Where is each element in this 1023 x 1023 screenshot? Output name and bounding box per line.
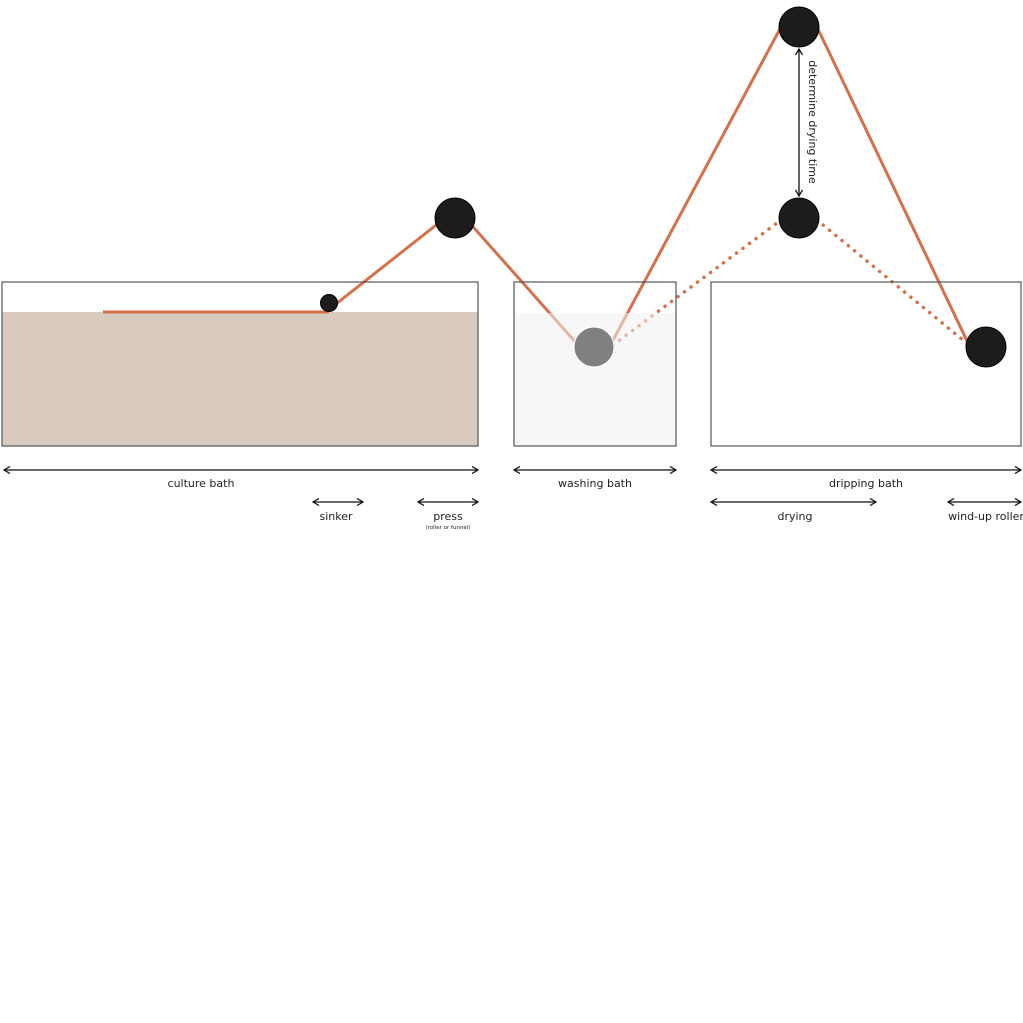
culture-liquid — [2, 312, 478, 446]
press-roller — [434, 197, 476, 239]
wind-up-roller-label: wind-up roller — [948, 510, 1023, 523]
sinker-roller — [320, 294, 338, 312]
top-drying-roller — [778, 6, 820, 48]
determine-drying-time-label: determine drying time — [806, 60, 819, 184]
sinker-label: sinker — [319, 510, 353, 523]
lower-drying-roller — [778, 197, 820, 239]
dripping-bath-label: dripping bath — [829, 477, 903, 490]
press-label: press — [433, 510, 463, 523]
washing-bath-tank — [513, 281, 677, 447]
press-note: (roller or funnel) — [426, 525, 471, 531]
dripping-bath-tank — [710, 281, 1022, 447]
washing-bath-label: washing bath — [558, 477, 632, 490]
washing-roller — [573, 326, 615, 368]
culture-bath-tank — [1, 281, 479, 447]
culture-bath-label: culture bath — [168, 477, 235, 490]
belt-path — [103, 26, 971, 346]
wind-up-roller — [965, 326, 1007, 368]
drying-label: drying — [777, 510, 812, 523]
